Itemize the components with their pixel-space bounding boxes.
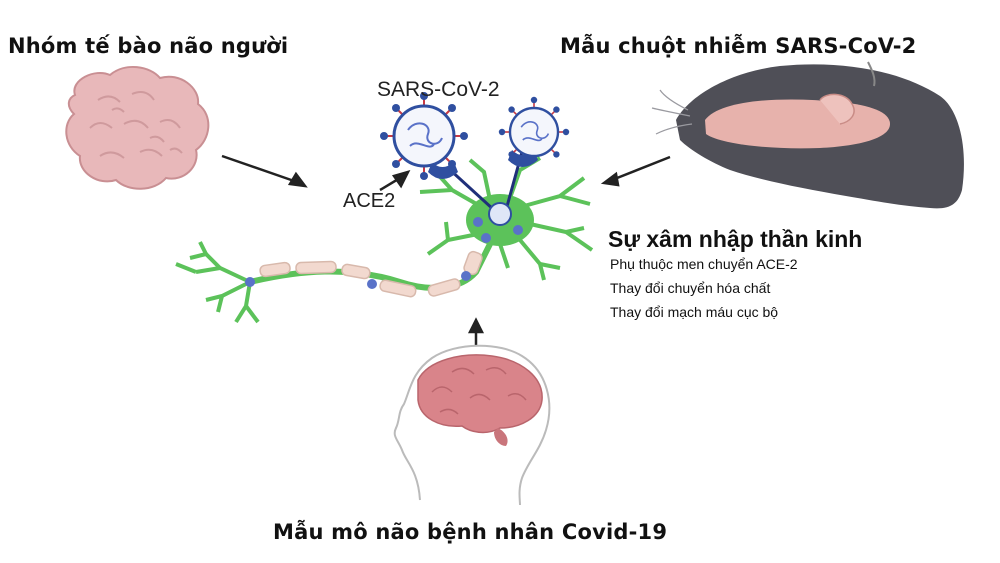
neuron-icon — [175, 150, 594, 324]
title-patient-brain-tissue: Mẫu mô não bệnh nhân Covid-19 — [273, 520, 668, 544]
arrows — [221, 154, 671, 356]
title-infected-mouse: Mẫu chuột nhiễm SARS-CoV-2 — [560, 34, 917, 58]
human-head-brain-icon — [393, 344, 551, 506]
virus-label: SARS-CoV-2 — [377, 78, 500, 101]
neuro-fact: Thay đổi chuyển hóa chất — [610, 280, 771, 296]
neuro-fact: Phụ thuộc men chuyển ACE-2 — [610, 256, 798, 272]
organoid-icon — [65, 66, 210, 190]
title-brain-organoids: Nhóm tế bào não người — [8, 34, 289, 58]
arrow-from-organoid — [221, 154, 298, 184]
mouse-head-icon — [651, 61, 964, 209]
neuro-fact: Thay đổi mạch máu cục bộ — [610, 304, 779, 320]
ace2-label: ACE2 — [343, 190, 396, 212]
sars-cov-2-virus-icon — [380, 92, 570, 180]
arrow-from-mouse — [611, 155, 671, 182]
neuroinvasion-heading: Sự xâm nhập thần kinh — [608, 226, 863, 252]
